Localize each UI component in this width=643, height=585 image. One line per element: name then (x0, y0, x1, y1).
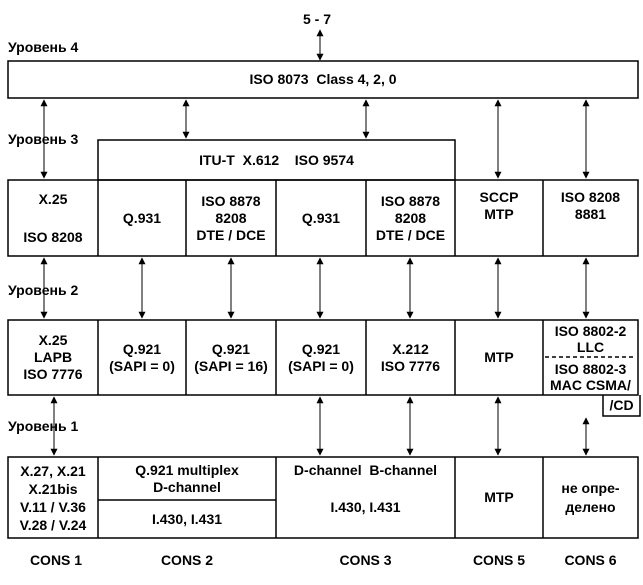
level1-c1-line2: X.21bis (28, 480, 78, 497)
cons-5-label: CONS 5 (472, 551, 526, 568)
level2-cell-4: Q.921 (SAPI = 0) (276, 320, 366, 395)
level1-c1-line1: X.27, X.21 (20, 462, 86, 479)
level-1-label: Уровень 1 (8, 418, 79, 434)
level3-c5-line1: ISO 8878 (380, 192, 441, 209)
level2-c2-line1: Q.921 (122, 340, 162, 357)
level3-cell-4: Q.931 (301, 209, 341, 226)
level-3-label: Уровень 3 (8, 131, 79, 147)
level1-c2-line2: D-channel (153, 479, 221, 495)
level3-cell-3: ISO 8878 8208 DTE / DCE (186, 180, 276, 256)
level3-cell-6: SCCP MTP (455, 180, 543, 256)
level3-itu-x612: ITU-T X.612 ISO 9574 (199, 151, 354, 168)
level3-cell-7: ISO 8208 8881 (543, 180, 638, 256)
level1-c1-line3: V.11 / V.36 (20, 498, 86, 515)
level1-cell-5: не опре- делено (543, 457, 638, 538)
level3-x25: X.25 (38, 190, 68, 207)
level3-row (7, 179, 639, 257)
level1-c1-line4: V.28 / V.24 (19, 516, 87, 533)
level3-c3-line1: ISO 8878 (201, 192, 261, 209)
level-2-label: Уровень 2 (8, 282, 79, 298)
level2-c1-line1: X.25 (38, 332, 68, 348)
level1-row (7, 456, 639, 539)
level2-cell-3: Q.921 (SAPI = 16) (186, 320, 276, 395)
level2-c3-line1: Q.921 (211, 340, 251, 357)
level-4-label: Уровень 4 (8, 39, 79, 55)
level2-c2-line2: (SAPI = 0) (109, 357, 175, 374)
cons-6-label: CONS 6 (564, 551, 617, 568)
level2-cell-7b: ISO 8802-3 MAC CSMA/ (543, 359, 638, 394)
level1-cell-3-bottom: I.430, I.431 (330, 498, 401, 515)
level2-c5-line2: ISO 7776 (380, 357, 441, 374)
level2-c4-line1: Q.921 (301, 340, 341, 357)
level2-cell-7c: /CD (609, 397, 634, 413)
level1-cell-3-top: D-channel B-channel (293, 461, 438, 478)
level4-iso8073: ISO 8073 Class 4, 2, 0 (249, 71, 397, 87)
level3-sccp: SCCP (479, 189, 519, 205)
level3-cell-2: Q.931 (122, 209, 162, 226)
level3-c7-line1: ISO 8208 (560, 189, 621, 205)
level2-c1-line3: ISO 7776 (23, 366, 83, 382)
level3-c3-line2: 8208 (215, 209, 247, 226)
level2-cell-7a: ISO 8802-2 LLC (543, 321, 638, 356)
level1-cell-1: X.27, X.21 X.21bis V.11 / V.36 V.28 / V.… (8, 457, 98, 538)
level3-cell-1: X.25 ISO 8208 (8, 180, 98, 256)
level3-iso8208: ISO 8208 (23, 228, 83, 245)
top-label: 5 - 7 (303, 11, 332, 27)
level2-c7b-line2: MAC CSMA/ (550, 376, 631, 393)
level1-c5-line2: делено (565, 498, 616, 515)
level3-mtp: MTP (484, 206, 514, 222)
level2-c5-line1: X.212 (392, 340, 429, 357)
level3-cell-5: ISO 8878 8208 DTE / DCE (366, 180, 455, 256)
level1-cell-2-bottom: I.430, I.431 (151, 510, 223, 527)
level2-c7a-line1: ISO 8802-2 (554, 322, 627, 339)
level1-cell-4: MTP (484, 489, 514, 505)
cons-1-label: CONS 1 (29, 551, 83, 568)
level1-c2-line1: Q.921 multiplex (135, 462, 239, 478)
level2-cell-5: X.212 ISO 7776 (366, 320, 455, 395)
level3-c7-line2: 8881 (574, 206, 607, 222)
level4-box (7, 60, 639, 99)
level3-c5-line3: DTE / DCE (375, 226, 446, 243)
level2-cell-6: MTP (484, 349, 514, 365)
level3-c5-line2: 8208 (394, 209, 427, 226)
level1-c5-line1: не опре- (561, 479, 620, 496)
level2-c1-line2: LAPB (33, 349, 73, 365)
level2-c3-line2: (SAPI = 16) (194, 357, 268, 374)
level2-cell-1: X.25 LAPB ISO 7776 (8, 320, 98, 395)
cons-3-label: CONS 3 (339, 551, 392, 568)
cons-2-label: CONS 2 (160, 551, 214, 568)
level3-c3-line3: DTE / DCE (196, 226, 266, 243)
level1-cell-2-top: Q.921 multiplex D-channel (98, 458, 276, 500)
level2-c7b-line1: ISO 8802-3 (554, 360, 627, 377)
level2-c7a-line2: LLC (576, 338, 605, 355)
level2-c4-line2: (SAPI = 0) (288, 357, 354, 374)
level2-row (7, 319, 639, 396)
level2-cell-2: Q.921 (SAPI = 0) (98, 320, 186, 395)
